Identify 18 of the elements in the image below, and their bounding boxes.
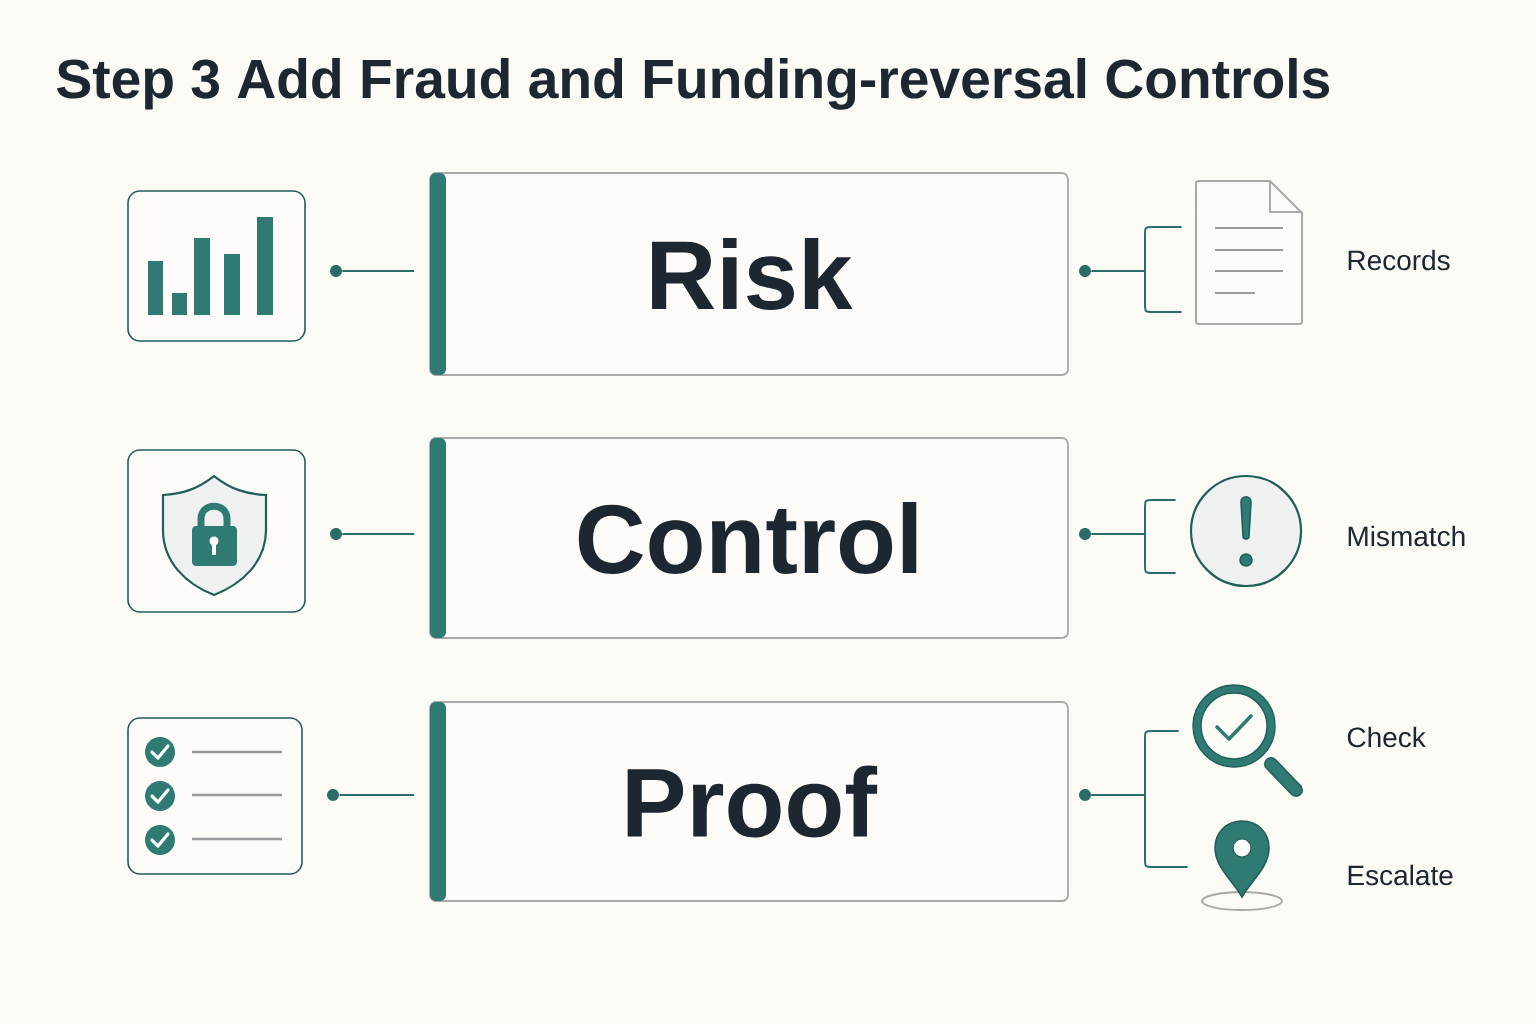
magnifier-icon <box>1192 684 1303 797</box>
bracket-connector <box>1090 226 1183 313</box>
connector-line <box>341 533 416 535</box>
connector-line <box>341 270 416 272</box>
document-icon <box>1195 180 1303 325</box>
location-pin-icon <box>1201 820 1283 911</box>
icon-label: Check <box>1347 726 1426 748</box>
bracket-connector <box>1090 499 1177 574</box>
step-box: Risk <box>429 172 1069 376</box>
icon-label: Mismatch <box>1348 525 1465 547</box>
icon-label: Escalate <box>1348 864 1453 886</box>
alert-icon <box>1189 474 1303 588</box>
icon-label: Records <box>1348 249 1450 271</box>
bracket-connector <box>1090 794 1189 868</box>
connector-line <box>338 794 416 796</box>
step-box: Control <box>429 437 1069 639</box>
title: Step 3 Add Fraud and Funding-reversal Controls <box>57 58 1330 110</box>
step-box: Proof <box>429 701 1069 902</box>
